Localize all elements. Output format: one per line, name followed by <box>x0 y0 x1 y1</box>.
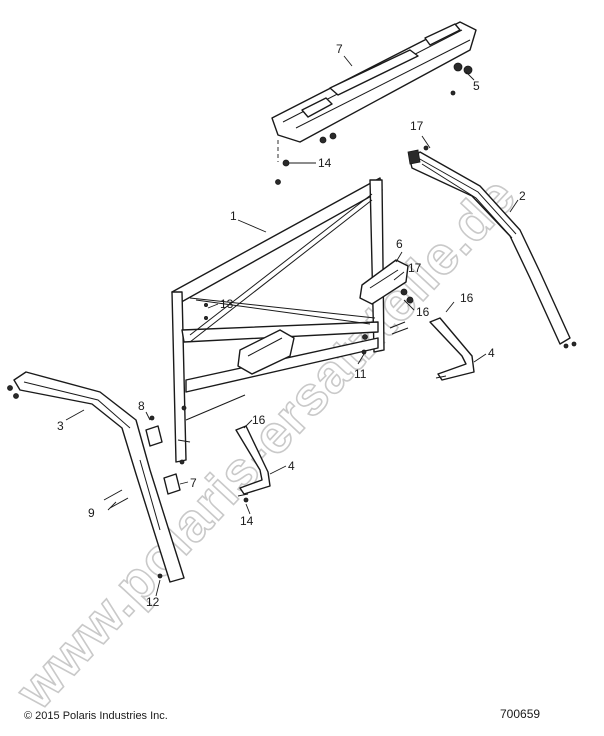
part-3-left-tube <box>7 371 185 583</box>
callout-4-left: 4 <box>288 459 295 473</box>
part-4-brace-right <box>429 317 475 381</box>
callout-17-mid: 17 <box>408 261 422 275</box>
callout-14: 14 <box>240 514 254 528</box>
callout-4-right: 4 <box>488 346 495 360</box>
part-1-frame <box>171 177 385 465</box>
callout-15: 14 <box>318 156 332 170</box>
callout-16-c: 16 <box>252 413 266 427</box>
callout-3: 3 <box>57 419 64 433</box>
leader-lines <box>65 55 519 597</box>
drawing-number: 700659 <box>500 707 541 721</box>
callout-9: 8 <box>138 399 145 413</box>
part-14-fastener <box>243 497 249 503</box>
callout-labels: 7 5 17 14 1 2 6 17 13 16 16 4 11 3 8 16 … <box>57 42 526 609</box>
callout-2: 2 <box>519 189 526 203</box>
part-15-fastener <box>275 140 316 185</box>
callout-16-b: 16 <box>460 291 474 305</box>
callout-11: 11 <box>354 367 367 381</box>
callout-10: 9 <box>88 506 95 520</box>
part-6-light-housing <box>237 259 414 375</box>
callout-8: 7 <box>190 476 197 490</box>
part-4-brace-left <box>235 425 271 497</box>
callout-1: 1 <box>230 209 237 223</box>
callout-7: 7 <box>336 42 343 56</box>
part-8-9-brackets <box>145 415 181 495</box>
part-7-top-panel <box>271 21 477 144</box>
callout-6: 6 <box>396 237 403 251</box>
callout-13: 13 <box>220 297 234 311</box>
part-2-right-tube <box>407 145 577 349</box>
part-10-bolts <box>103 489 129 509</box>
callout-17-top: 17 <box>410 119 424 133</box>
callout-12: 12 <box>146 595 160 609</box>
callout-16-a: 16 <box>416 305 430 319</box>
callout-5: 5 <box>473 79 480 93</box>
part-12-fastener <box>157 573 163 579</box>
copyright-text: © 2015 Polaris Industries Inc. <box>24 710 168 722</box>
